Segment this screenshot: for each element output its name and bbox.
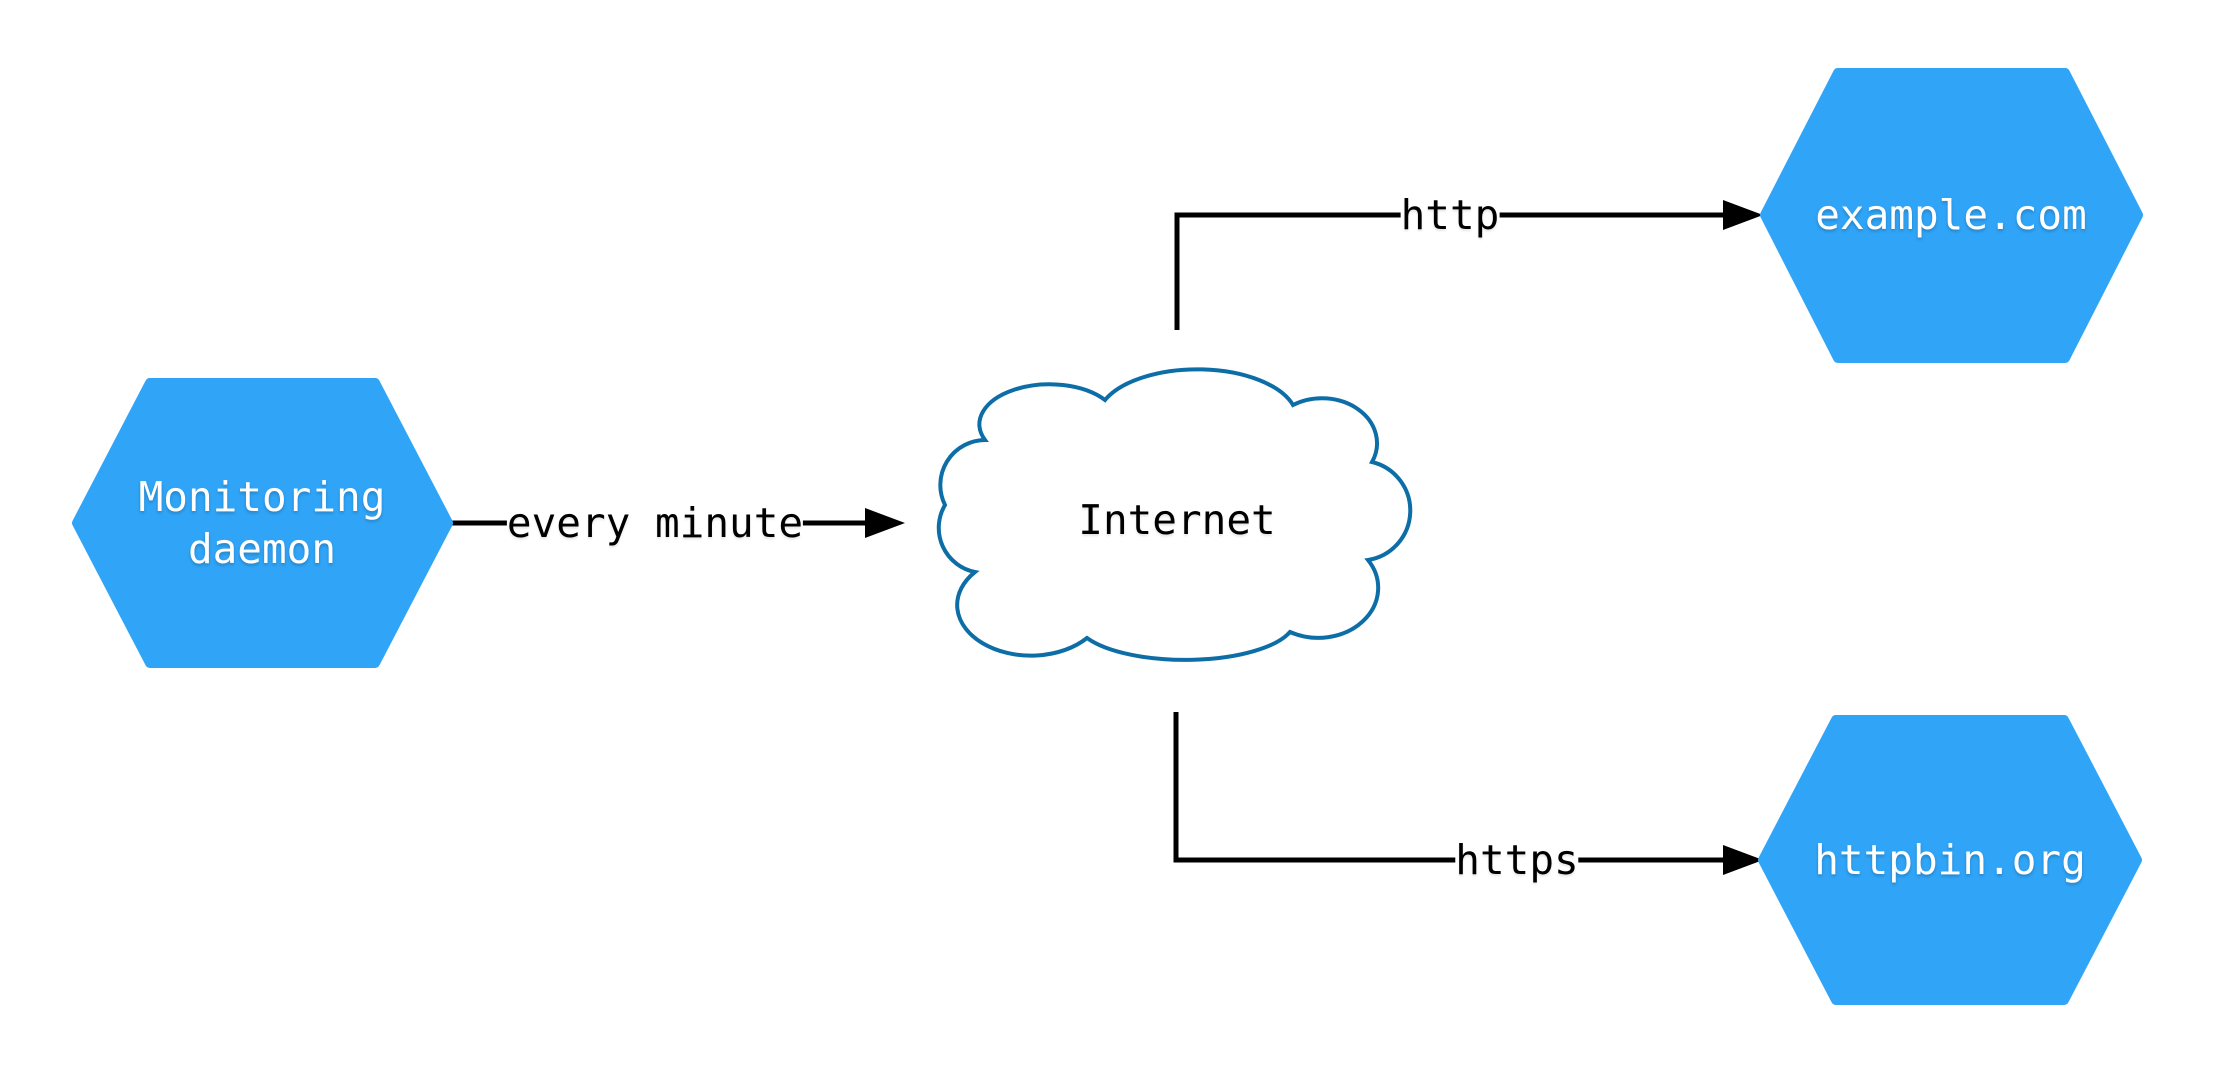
internet-label: Internet <box>1078 495 1276 544</box>
httpbin-org-hexagon <box>1758 715 2142 1005</box>
example-com-label: example.com <box>1815 190 2087 239</box>
arrowhead-icon <box>1723 845 1763 875</box>
httpbin-org-label: httpbin.org <box>1814 835 2086 884</box>
monitoring-daemon-label: Monitoring daemon <box>138 472 386 573</box>
edge-https-line <box>1173 712 1726 863</box>
edge-label-https: https <box>1455 833 1579 887</box>
arrowhead-icon <box>1723 200 1763 230</box>
monitoring-daemon-hexagon <box>72 378 453 668</box>
internet-cloud-icon <box>936 367 1413 662</box>
arrowhead-icon <box>865 508 905 538</box>
edge-label-every-minute: every minute <box>506 496 804 550</box>
edge-label-http: http <box>1400 188 1500 242</box>
example-com-hexagon <box>1760 68 2143 363</box>
edge-http-line <box>1174 212 1726 330</box>
